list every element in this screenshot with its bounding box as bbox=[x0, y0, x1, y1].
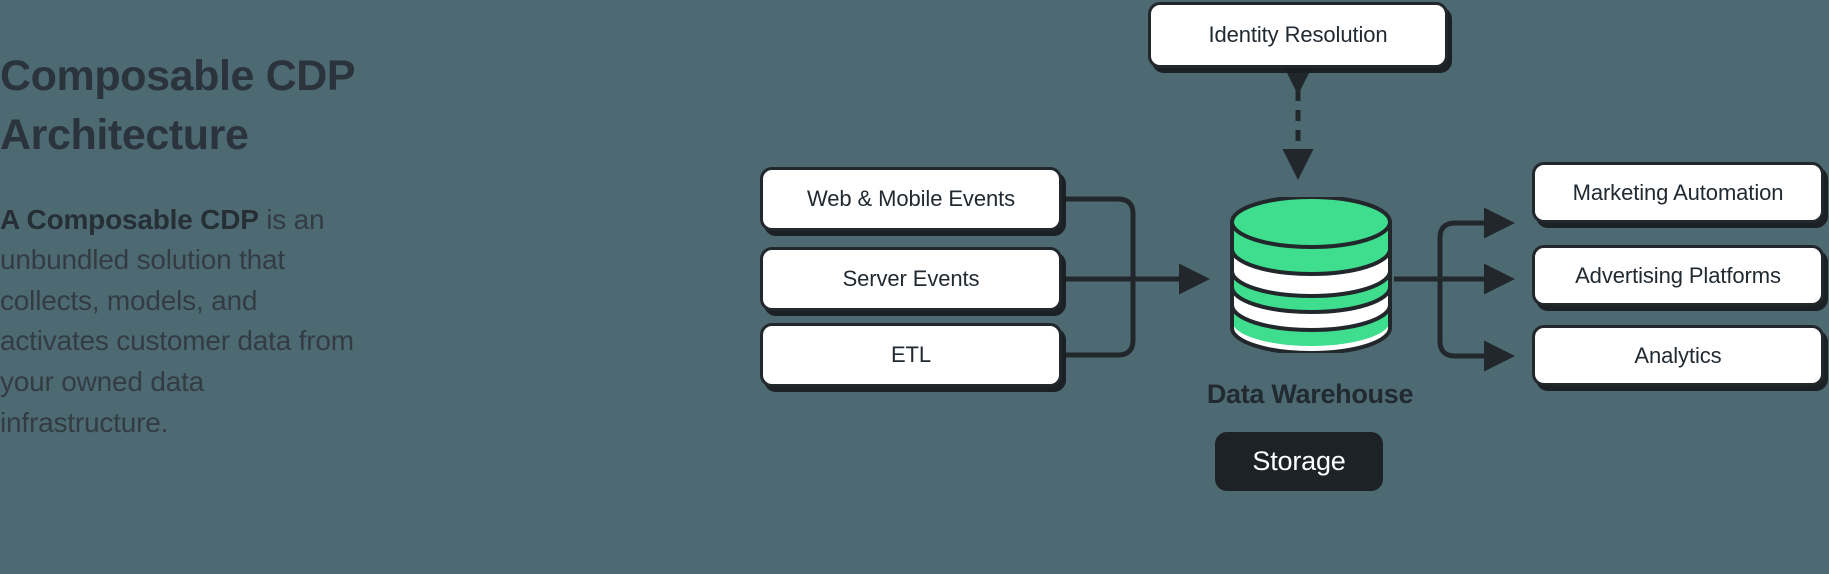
data-warehouse-label: Data Warehouse bbox=[1206, 379, 1414, 409]
wire-etl-to-bus bbox=[1062, 279, 1136, 358]
wire-to-marketing-automation bbox=[1437, 207, 1516, 279]
intro-paragraph: A Composable CDP is an unbundled solutio… bbox=[0, 200, 372, 444]
storage-badge-label: Storage bbox=[1252, 446, 1346, 476]
node-analytics[interactable]: Analytics bbox=[1532, 325, 1824, 386]
node-identity-resolution-label: Identity Resolution bbox=[1208, 22, 1388, 47]
node-marketing-automation[interactable]: Marketing Automation bbox=[1532, 162, 1824, 223]
node-marketing-automation-label: Marketing Automation bbox=[1572, 179, 1784, 205]
wire-to-analytics bbox=[1437, 279, 1516, 372]
storage-badge[interactable]: Storage bbox=[1215, 432, 1383, 491]
node-advertising-platforms-label: Advertising Platforms bbox=[1575, 262, 1781, 288]
database-cylinder-icon bbox=[1230, 197, 1392, 353]
wire-web-to-bus bbox=[1062, 196, 1136, 279]
node-etl[interactable]: ETL bbox=[760, 323, 1062, 387]
node-server-events-label: Server Events bbox=[842, 266, 980, 291]
intro-lead: A Composable CDP bbox=[0, 203, 259, 235]
page-title: Composable CDP Architecture bbox=[0, 52, 355, 160]
node-web-mobile-events[interactable]: Web & Mobile Events bbox=[760, 167, 1062, 231]
node-analytics-label: Analytics bbox=[1634, 342, 1722, 368]
node-web-mobile-events-label: Web & Mobile Events bbox=[806, 186, 1015, 211]
intro-panel: Composable CDP Architecture A Composable… bbox=[0, 47, 420, 443]
node-server-events[interactable]: Server Events bbox=[760, 247, 1062, 311]
intro-rest: is an unbundled solution that collects, … bbox=[0, 203, 354, 438]
node-etl-label: ETL bbox=[890, 342, 932, 367]
node-advertising-platforms[interactable]: Advertising Platforms bbox=[1532, 245, 1824, 306]
node-identity-resolution[interactable]: Identity Resolution bbox=[1148, 2, 1448, 68]
